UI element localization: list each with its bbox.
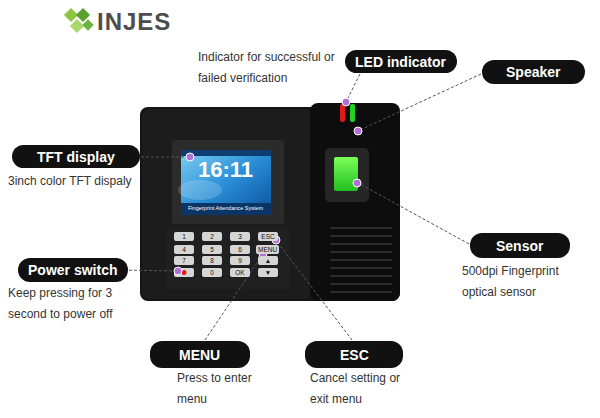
- leader-dots: [174, 98, 362, 275]
- keypad-key: 4: [174, 245, 194, 254]
- keypad-key: 7: [174, 256, 194, 265]
- screen-caption: Fingerprint Attendance System: [188, 205, 263, 212]
- logo-text: INJES: [97, 8, 171, 36]
- callout-title: Power switch: [28, 262, 117, 278]
- callout-title: Speaker: [506, 64, 560, 80]
- keypad-key: 5: [202, 245, 222, 254]
- callout-title: MENU: [179, 347, 220, 363]
- keypad-key: ▼: [258, 268, 278, 277]
- callout-description: Press to enter menu: [177, 368, 257, 410]
- callout-description: 500dpi Fingerprint optical sensor: [462, 261, 592, 303]
- callout-box: MENUPress to enter menu: [150, 341, 250, 368]
- device-body: [140, 103, 400, 301]
- keypad-key: 0: [202, 268, 222, 277]
- callout-box: ESCCancel setting or exit menu: [305, 341, 403, 368]
- callout-title: Sensor: [496, 238, 543, 254]
- callout-box: Speaker: [482, 60, 585, 84]
- keypad-key: MENU: [256, 245, 279, 254]
- keypad-key: 1: [174, 232, 194, 241]
- callout-title: ESC: [340, 347, 369, 363]
- callout-title: TFT display: [37, 149, 115, 165]
- keypad-key: 3: [230, 232, 250, 241]
- callout-box: Power switchKeep pressing for 3 second t…: [18, 258, 128, 282]
- callout-description: Keep pressing for 3 second to power off: [8, 283, 148, 325]
- callout-box: TFT display3inch color TFT dispaly: [12, 145, 140, 168]
- callout-box: Sensor500dpi Fingerprint optical sensor: [470, 233, 570, 258]
- screen-clock: 16:11: [198, 157, 253, 183]
- keypad-key: 8: [202, 256, 222, 265]
- callout-description: Cancel setting or exit menu: [310, 368, 410, 410]
- callout-description: Indicator for successful or failed verif…: [198, 47, 343, 89]
- keypad-key: 9: [230, 256, 250, 265]
- logo-icon: [64, 8, 94, 33]
- callout-box: LED indicatorIndicator for successful or…: [345, 50, 457, 73]
- keypad-key: 6: [230, 245, 250, 254]
- leader-lines: [119, 74, 481, 340]
- keypad-key: ESC: [258, 232, 278, 241]
- keypad-key: ▲: [258, 256, 278, 265]
- keypad-key: 2: [202, 232, 222, 241]
- keypad-key: OK: [230, 268, 250, 277]
- callout-description: 3inch color TFT dispaly: [8, 171, 173, 192]
- callout-title: LED indicator: [355, 54, 446, 70]
